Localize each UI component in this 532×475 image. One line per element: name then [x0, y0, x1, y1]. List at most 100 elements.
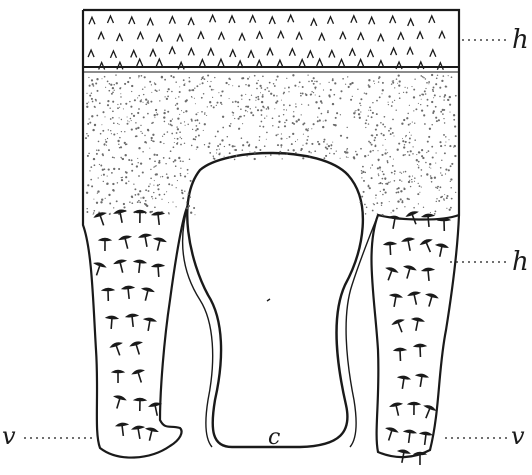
left-leg-outline [83, 10, 188, 458]
stipple-dot [407, 87, 408, 88]
stipple-dot [106, 145, 107, 146]
stipple-dot [360, 98, 362, 100]
stipple-dot [394, 180, 396, 182]
stipple-dot [392, 132, 394, 134]
stipple-dot [138, 200, 140, 202]
stipple-dot [120, 93, 121, 94]
stipple-dot [256, 88, 258, 90]
stipple-dot [299, 81, 301, 83]
stipple-dot [124, 131, 125, 132]
stipple-dot [398, 85, 400, 87]
stipple-dot [95, 82, 97, 84]
stipple-dot [388, 102, 389, 103]
stipple-dot [339, 97, 341, 99]
stipple-dot [380, 169, 381, 170]
stipple-dot [373, 203, 374, 204]
stipple-dot [187, 173, 188, 174]
stipple-dot [213, 89, 214, 90]
stipple-dot [283, 93, 284, 94]
stipple-dot [105, 141, 107, 143]
stipple-dot [449, 209, 451, 211]
stipple-dot [229, 156, 230, 157]
stipple-dot [413, 207, 415, 209]
tack-mark [415, 452, 425, 465]
stipple-dot [291, 143, 293, 145]
stipple-dot [202, 76, 203, 77]
stipple-dot [87, 155, 89, 157]
stipple-dot [454, 155, 456, 157]
stipple-dot [189, 196, 191, 198]
stipple-dot [131, 159, 133, 161]
stipple-dot [306, 142, 308, 144]
stipple-dot [159, 184, 160, 185]
stipple-dot [405, 135, 407, 137]
stipple-dot [232, 85, 233, 86]
tack-mark [143, 318, 155, 332]
stipple-dot [198, 135, 200, 137]
stipple-dot [342, 78, 344, 80]
stipple-dot [88, 118, 89, 119]
stipple-dot [396, 208, 398, 210]
stipple-dot [125, 103, 127, 105]
tack-mark [388, 216, 400, 230]
stipple-dot [286, 119, 288, 121]
stipple-dot [238, 128, 239, 129]
tack-mark [131, 341, 144, 356]
stipple-dot [399, 80, 401, 82]
stipple-dot [195, 130, 197, 132]
stipple-dot [265, 156, 266, 157]
stipple-dot [149, 158, 151, 160]
stipple-dot [295, 106, 297, 108]
stipple-dot [256, 82, 258, 84]
stipple-dot [449, 96, 451, 98]
stipple-dot [204, 112, 205, 113]
stipple-dot [388, 95, 390, 97]
stipple-dot [293, 123, 295, 125]
stipple-dot [418, 161, 420, 163]
stipple-dot [179, 131, 181, 133]
stipple-dot [95, 99, 97, 101]
stipple-dot [179, 91, 181, 93]
stipple-dot [255, 146, 257, 148]
stipple-dot [311, 80, 313, 82]
stipple-dot [409, 138, 411, 140]
stipple-dot [105, 139, 106, 140]
tack-mark [391, 402, 404, 416]
tack-mark [395, 348, 406, 361]
stipple-dot [313, 83, 315, 85]
stipple-dot [154, 114, 156, 116]
stipple-dot [154, 83, 156, 85]
stipple-dot [125, 176, 127, 178]
stipple-dot [119, 87, 121, 89]
stipple-dot [261, 121, 263, 123]
tack-mark [133, 369, 146, 384]
stipple-dot [175, 81, 177, 83]
stipple-dot [108, 194, 110, 196]
stipple-dot [99, 102, 101, 104]
stipple-dot [89, 95, 91, 97]
stipple-dot [301, 148, 303, 150]
stipple-dot [392, 119, 394, 121]
stipple-dot [129, 101, 130, 102]
stipple-dot [398, 143, 400, 145]
stipple-dot [218, 92, 219, 93]
stipple-dot [224, 146, 225, 147]
caret-mark [390, 16, 396, 23]
stipple-dot [213, 106, 215, 108]
stipple-dot [400, 190, 402, 192]
tack-mark [100, 238, 110, 251]
stipple-dot [310, 94, 312, 96]
stipple-dot [151, 84, 152, 85]
stipple-dot [99, 164, 100, 165]
stipple-dot [302, 86, 304, 88]
stipple-dot [335, 117, 337, 119]
tack-mark [435, 244, 447, 258]
stipple-dot [113, 122, 115, 124]
stipple-dot [214, 158, 216, 160]
stipple-dot [137, 127, 139, 129]
stipple-dot [268, 108, 270, 110]
stipple-dot [406, 117, 408, 119]
stipple-dot [411, 179, 412, 180]
stipple-dot [94, 124, 96, 126]
